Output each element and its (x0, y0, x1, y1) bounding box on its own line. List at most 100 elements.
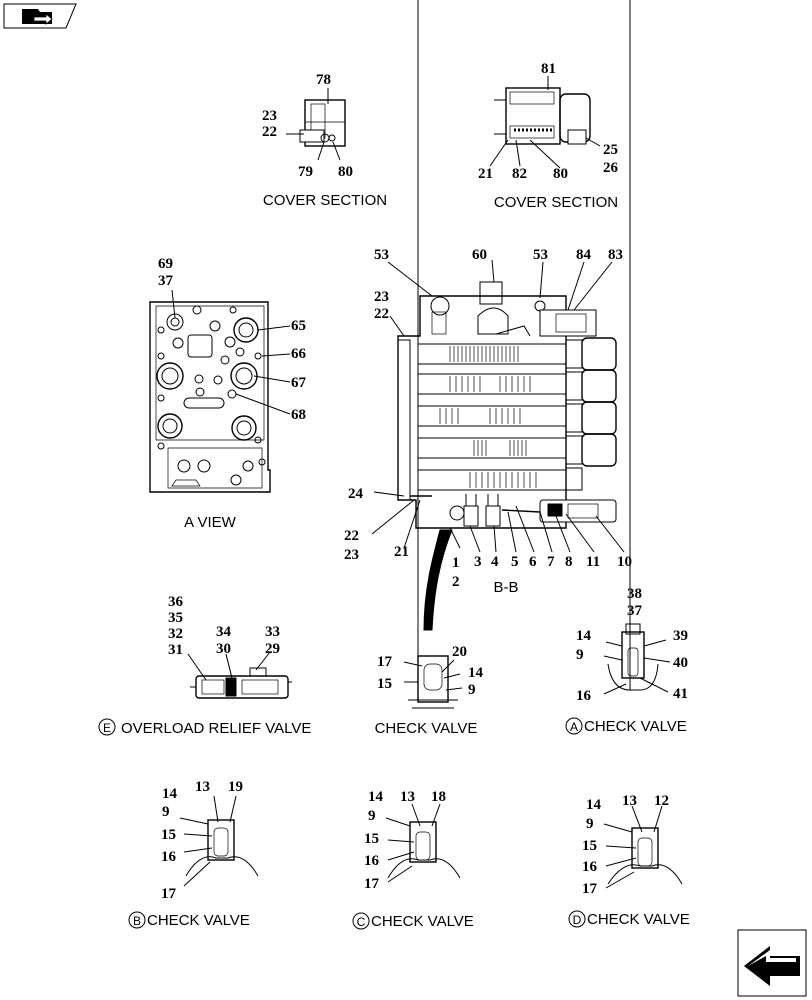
callout-number: 38 (627, 586, 642, 602)
caption-check-valve-d: CHECK VALVE (587, 911, 690, 928)
callout-number: 23 (344, 547, 359, 563)
callout-number: 34 (216, 624, 232, 640)
callout-number: 32 (168, 626, 183, 642)
callout-number: 9 (162, 804, 170, 820)
callout-number: 23 (262, 108, 277, 124)
callout-number: 67 (291, 375, 307, 391)
callout-number: 19 (228, 779, 243, 795)
callout-number: 26 (603, 160, 619, 176)
callout-number: 37 (627, 603, 643, 619)
check-valve-a-drawing (603, 0, 671, 695)
callout-number: 17 (582, 881, 598, 897)
callout-number: 9 (368, 808, 376, 824)
callout-number: 9 (586, 816, 594, 832)
callout-number: 13 (195, 779, 210, 795)
callout-number: 21 (478, 166, 493, 182)
next-page-arrow-icon[interactable] (737, 929, 807, 997)
callout-number: 16 (576, 688, 592, 704)
callout-number: 25 (603, 142, 618, 158)
callout-number: 53 (374, 247, 389, 263)
caption-bb: B-B (493, 579, 518, 596)
marker-d: D (568, 910, 586, 928)
callout-number: 17 (161, 886, 177, 902)
callout-number: 24 (348, 486, 364, 502)
callout-number: 68 (291, 407, 306, 423)
callout-number: 80 (338, 164, 353, 180)
caption-check-valve-b: CHECK VALVE (147, 912, 250, 929)
callout-number: 60 (472, 247, 487, 263)
callout-number: 14 (162, 786, 178, 802)
check-valve-c-drawing (385, 803, 461, 883)
caption-overload-relief-valve: OVERLOAD RELIEF VALVE (121, 720, 311, 737)
a-view-plate (149, 289, 291, 493)
callout-number: 23 (374, 289, 389, 305)
callout-number: 22 (344, 528, 359, 544)
callout-number: 31 (168, 642, 183, 658)
callout-number: 17 (364, 876, 380, 892)
callout-number: 13 (400, 789, 415, 805)
marker-a: A (565, 717, 583, 735)
callout-number: 30 (216, 641, 231, 657)
callout-number: 7 (547, 554, 555, 570)
callout-number: 53 (533, 247, 548, 263)
callout-number: 11 (586, 554, 600, 570)
cover-section-left (286, 88, 346, 161)
callout-number: 22 (262, 124, 277, 140)
callout-number: 82 (512, 166, 527, 182)
callout-number: 81 (541, 61, 556, 77)
callout-number: 14 (468, 665, 484, 681)
callout-number: 41 (673, 686, 688, 702)
callout-number: 14 (586, 797, 602, 813)
overload-relief-valve-drawing (187, 651, 292, 699)
caption-cover-section-right: COVER SECTION (494, 194, 618, 211)
callout-number: 1 (452, 555, 460, 571)
folder-arrow-icon[interactable] (0, 0, 78, 30)
caption-check-valve-c: CHECK VALVE (371, 913, 474, 930)
callout-number: 65 (291, 318, 306, 334)
callout-number: 9 (468, 682, 476, 698)
callout-number: 40 (673, 655, 688, 671)
callout-number: 10 (617, 554, 632, 570)
callout-number: 14 (576, 628, 592, 644)
callout-number: 35 (168, 610, 183, 626)
callout-number: 22 (374, 306, 389, 322)
callout-number: 66 (291, 346, 307, 362)
callout-number: 17 (377, 654, 393, 670)
marker-e-letter: E (103, 721, 111, 735)
callout-number: 20 (452, 644, 467, 660)
callout-number: 2 (452, 574, 460, 590)
callout-number: 13 (622, 793, 637, 809)
callout-number: 4 (491, 554, 499, 570)
callout-number: 16 (364, 853, 380, 869)
marker-b-letter: B (133, 914, 141, 928)
callout-number: 15 (377, 676, 392, 692)
callout-number: 15 (161, 827, 176, 843)
callout-number: 83 (608, 247, 623, 263)
callout-number: 16 (161, 849, 177, 865)
callout-number: 78 (316, 72, 331, 88)
callout-number: 3 (474, 554, 482, 570)
callout-number: 16 (582, 859, 598, 875)
marker-c-letter: C (357, 915, 366, 929)
callout-number: 6 (529, 554, 537, 570)
caption-a-view: A VIEW (184, 514, 237, 531)
callout-number: 18 (431, 789, 446, 805)
callout-number: 14 (368, 789, 384, 805)
caption-check-valve-plain: CHECK VALVE (375, 720, 478, 737)
check-valve-plain-drawing (403, 0, 463, 709)
callout-number: 5 (511, 554, 519, 570)
marker-d-letter: D (573, 913, 582, 927)
callout-number: 15 (582, 838, 597, 854)
marker-b: B (128, 911, 146, 929)
callout-number: 84 (576, 247, 592, 263)
callout-number: 21 (394, 544, 409, 560)
callout-number: 33 (265, 624, 280, 640)
cover-section-right (489, 76, 601, 169)
caption-cover-section-left: COVER SECTION (263, 192, 387, 209)
callout-number: 39 (673, 628, 688, 644)
main-valve-body (371, 259, 625, 631)
marker-a-letter: A (570, 720, 578, 734)
callout-number: 29 (265, 641, 280, 657)
spool-rows (417, 343, 567, 491)
